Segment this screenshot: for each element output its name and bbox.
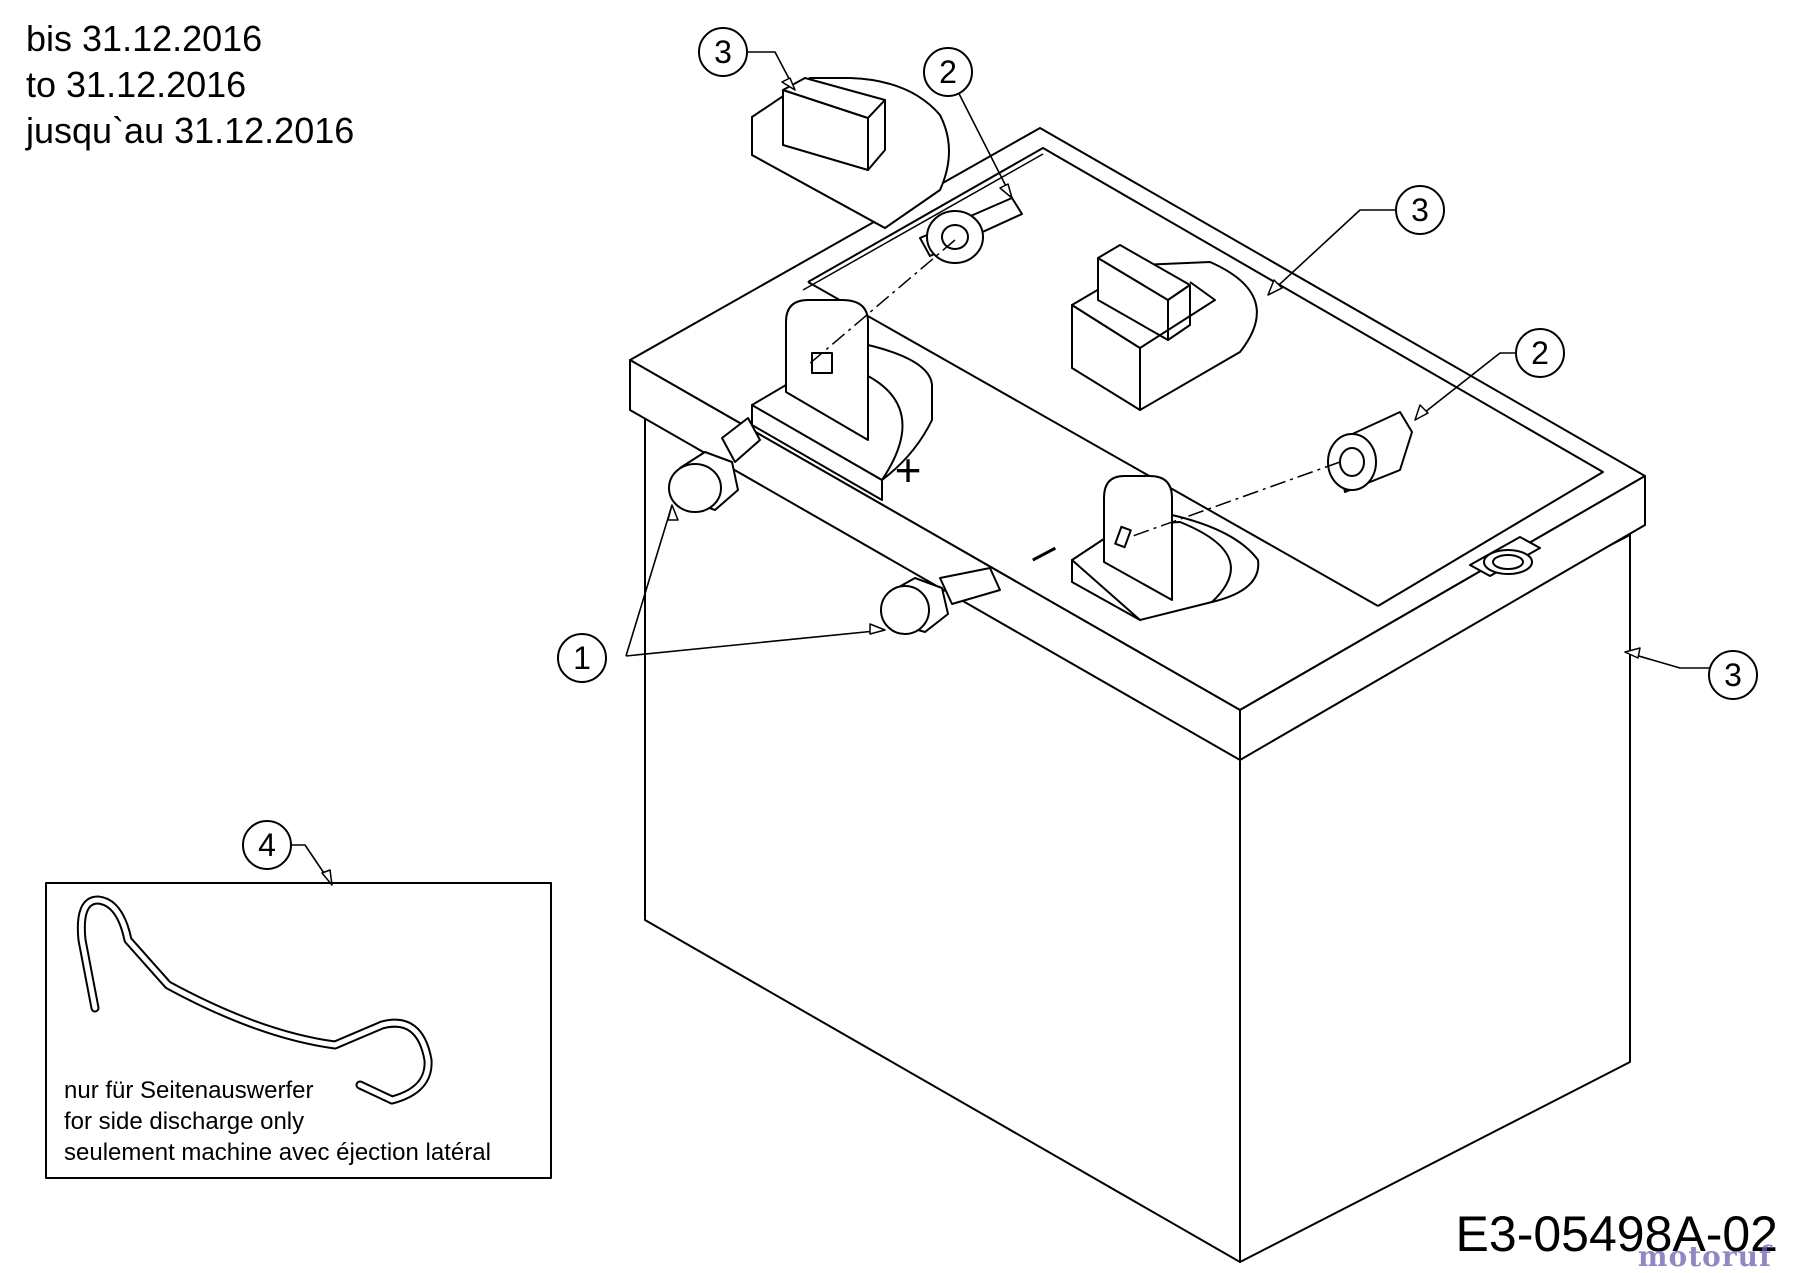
callout-3-cover-lid: 3 — [1411, 192, 1429, 228]
callout-3-cover-loose: 3 — [714, 34, 732, 70]
callout-4-rod: 4 — [258, 827, 276, 863]
battery-box — [629, 127, 1646, 1263]
validity-date-de: bis 31.12.2016 — [26, 18, 263, 59]
bolt-right — [880, 567, 1001, 635]
bolt-left — [668, 417, 761, 513]
callout-2-nut-top: 2 — [939, 54, 957, 90]
validity-date-fr: jusqu`au 31.12.2016 — [26, 110, 355, 151]
inset-side-discharge-box — [45, 882, 552, 1179]
validity-date-en: to 31.12.2016 — [26, 64, 247, 105]
callout-3-battery: 3 — [1724, 657, 1742, 693]
terminal-nut-right — [1327, 411, 1413, 493]
callout-2-nut-right: 2 — [1531, 335, 1549, 371]
inset-note-de: nur für Seitenauswerfer — [64, 1077, 314, 1104]
drawing-number: E3-05498A-02 — [1455, 1206, 1778, 1262]
inset-note-en: for side discharge only — [64, 1108, 305, 1135]
positive-symbol: + — [895, 444, 922, 496]
positive-terminal — [751, 299, 933, 501]
inset-note-fr: seulement machine avec éjection latéral — [64, 1139, 491, 1166]
callout-1-bolts: 1 — [573, 640, 591, 676]
terminal-cover-on-lid — [1071, 244, 1258, 411]
terminal-nut-top — [919, 197, 1023, 264]
negative-terminal — [1071, 475, 1260, 621]
terminal-cover-loose — [751, 77, 950, 229]
callout-circles — [242, 27, 1758, 870]
assembly-lines — [807, 239, 1341, 538]
watermark: motoruf — [1637, 1240, 1772, 1273]
